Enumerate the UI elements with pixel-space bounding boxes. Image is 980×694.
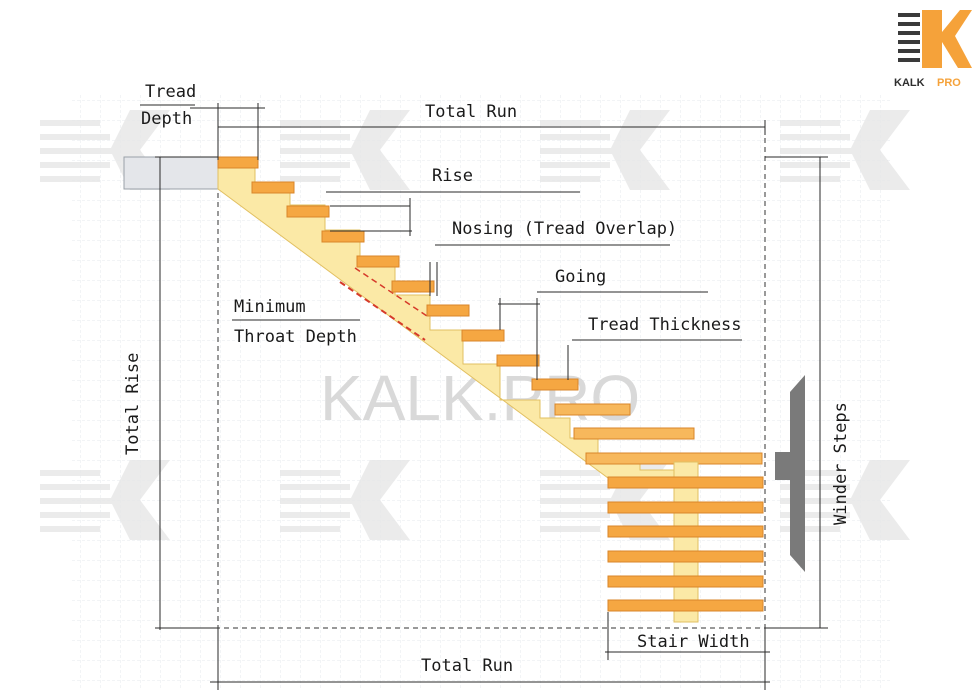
straight-treads bbox=[217, 156, 579, 391]
tread bbox=[496, 354, 540, 367]
winder-treads bbox=[554, 403, 764, 623]
brand-suffix: PRO bbox=[937, 77, 961, 89]
watermark-logo-icon bbox=[40, 460, 170, 540]
brand-logo: KALK PRO bbox=[894, 10, 972, 89]
stringer bbox=[217, 167, 683, 479]
label-total-run-bottom: Total Run bbox=[421, 656, 513, 676]
grid-background bbox=[70, 95, 890, 690]
dimension-lines bbox=[140, 103, 828, 690]
brand-logo-k-icon bbox=[922, 10, 972, 68]
watermark-logo-icon bbox=[540, 110, 670, 190]
watermark-logos bbox=[40, 110, 910, 540]
tread bbox=[573, 427, 695, 440]
watermark-logo-icon bbox=[280, 110, 410, 190]
tread bbox=[607, 525, 764, 538]
brand-name: KALK bbox=[894, 77, 925, 89]
tread bbox=[461, 329, 505, 342]
label-total-rise: Total Rise bbox=[123, 353, 143, 455]
label-tread-thickness: Tread Thickness bbox=[588, 315, 742, 335]
tread bbox=[391, 280, 435, 293]
watermark-logo-icon bbox=[280, 460, 410, 540]
throat-depth-parallel bbox=[354, 267, 431, 319]
tread bbox=[356, 255, 400, 268]
tread bbox=[217, 156, 259, 169]
label-tread-depth: Tread bbox=[145, 82, 196, 102]
tread bbox=[607, 476, 764, 489]
tread bbox=[607, 599, 764, 612]
tread bbox=[607, 575, 764, 588]
label-winder-steps: Winder Steps bbox=[831, 402, 851, 525]
tread bbox=[607, 501, 764, 514]
tread bbox=[607, 550, 764, 563]
brand-logo-icon bbox=[898, 13, 920, 62]
newel-post bbox=[673, 461, 699, 623]
label-stair-width: Stair Width bbox=[637, 632, 750, 652]
tread bbox=[426, 304, 470, 317]
label-rise: Rise bbox=[432, 166, 473, 186]
tread bbox=[286, 205, 330, 218]
top-landing bbox=[123, 156, 219, 190]
label-throat-depth: Minimum bbox=[234, 297, 306, 317]
label-going: Going bbox=[555, 267, 606, 287]
tread bbox=[321, 230, 365, 243]
tread bbox=[554, 403, 631, 416]
label-nosing: Nosing (Tread Overlap) bbox=[452, 219, 677, 239]
label-total-run-top: Total Run bbox=[425, 102, 517, 122]
label-throat-depth: Throat Depth bbox=[234, 327, 357, 347]
label-tread-depth: Depth bbox=[141, 109, 192, 129]
tread bbox=[251, 181, 295, 194]
tread bbox=[531, 378, 579, 391]
watermark-logo-icon bbox=[780, 110, 910, 190]
direction-arrow-icon bbox=[775, 375, 805, 572]
throat-depth-line bbox=[339, 281, 426, 341]
